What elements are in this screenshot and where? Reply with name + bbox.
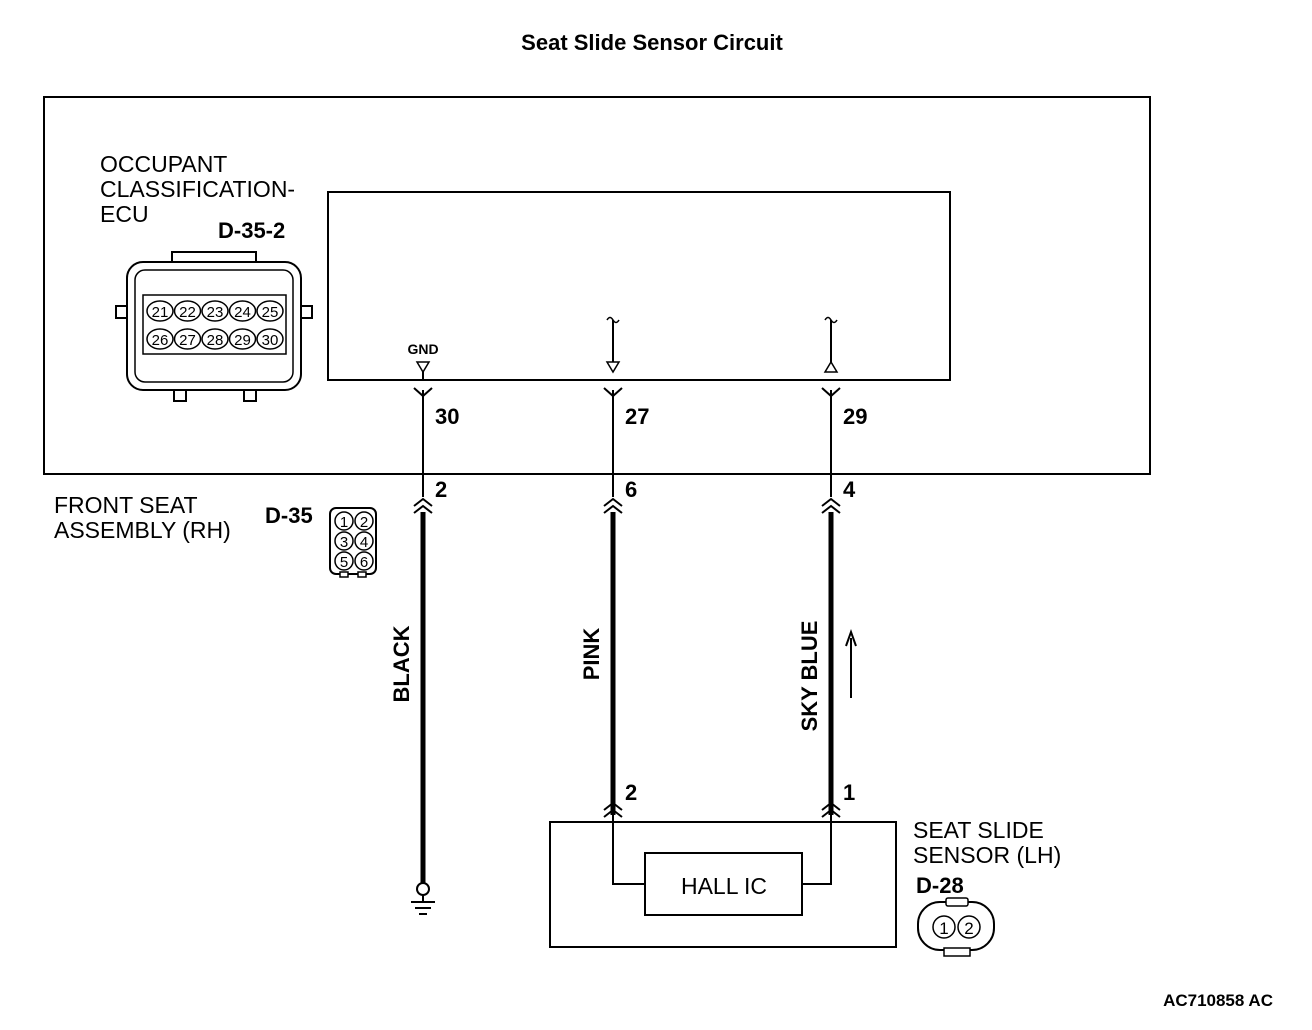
seat-pin-cell [334, 511, 354, 531]
wire-color-label: SKY BLUE [797, 621, 822, 732]
wire-color-label: BLACK [389, 625, 414, 702]
ecu-pin-cell [146, 328, 174, 350]
ecu-pin-cell [256, 300, 284, 322]
ecu-pin-cell [228, 300, 257, 322]
ecu-pin-number: 25 [262, 304, 279, 321]
sensor-line-1: SEAT SLIDE [913, 817, 1044, 843]
ecu-pin-number: 29 [234, 332, 251, 349]
signal-direction-arrow [845, 629, 857, 698]
ecu-name-line-3: ECU [100, 201, 149, 227]
seat-pin-number: 1 [340, 514, 348, 531]
ecu-pin-cell [173, 300, 202, 322]
ecu-pin-number: 30 [262, 332, 279, 349]
ecu-connector-id: D-35-2 [218, 218, 285, 243]
front-seat-label: FRONT SEAT ASSEMBLY (RH) [54, 492, 231, 543]
hall-ic-label: HALL IC [681, 873, 767, 899]
ecu-pin-label: 27 [625, 404, 649, 429]
ecu-pin-cell [146, 300, 174, 322]
figure-id: AC710858 AC [1163, 991, 1273, 1010]
seat-pin-number: 2 [360, 514, 368, 531]
seat-pin-cell [334, 551, 354, 571]
gnd-triangle-icon [415, 361, 431, 374]
seat-pin-cell [334, 531, 354, 551]
ecu-pin-number: 23 [207, 304, 224, 321]
hall-ic-wire-skyblue [802, 822, 832, 885]
sensor-connector-pin-1: 1 [939, 919, 948, 938]
seat-pin-number: 4 [360, 534, 368, 551]
seat-pin-label: 2 [435, 477, 447, 502]
diagram-title: Seat Slide Sensor Circuit [521, 30, 783, 55]
seat-pin-label: 6 [625, 477, 637, 502]
wire-pink: 27 6 2 PINK [579, 387, 649, 822]
ecu-pin-number: 28 [207, 332, 224, 349]
ecu-pin-number: 21 [152, 304, 169, 321]
hall-ic-wire-pink [612, 822, 645, 885]
ecu-name-line-2: CLASSIFICATION- [100, 176, 295, 202]
seat-pin-number: 5 [340, 554, 348, 571]
ecu-pin-number: 26 [152, 332, 169, 349]
ecu-pin-cell [228, 328, 257, 350]
sensor-pin-label: 2 [625, 780, 637, 805]
wire-color-label: PINK [579, 628, 604, 681]
sensor-label: SEAT SLIDE SENSOR (LH) [913, 817, 1061, 868]
down-triangle-icon [605, 361, 621, 374]
sensor-line-2: SENSOR (LH) [913, 842, 1061, 868]
ecu-pin-cell [201, 328, 229, 350]
sensor-connector-face: 1 2 [917, 897, 995, 957]
ecu-internal-box [327, 191, 951, 381]
seat-pin-cell [354, 511, 374, 531]
ecu-pin-label: 30 [435, 404, 459, 429]
ecu-frame [43, 96, 1151, 475]
front-seat-line-1: FRONT SEAT [54, 492, 198, 518]
ecu-pin-number: 27 [179, 332, 196, 349]
front-seat-line-2: ASSEMBLY (RH) [54, 517, 231, 543]
ecu-pin-label: 29 [843, 404, 867, 429]
ecu-internal-symbols [415, 316, 839, 380]
front-seat-connector-id: D-35 [265, 503, 313, 528]
ecu-name-line-1: OCCUPANT [100, 151, 227, 177]
sensor-pin-label: 1 [843, 780, 855, 805]
ecu-pin-cell [173, 328, 202, 350]
ecu-connector-face: 21 22 23 24 25 26 27 28 29 30 [115, 251, 313, 402]
ecu-pin-cell [256, 328, 284, 350]
seat-pin-label: 4 [843, 477, 856, 502]
seat-pin-number: 6 [360, 554, 368, 571]
wire-sky-blue: 29 4 1 SKY BLUE [797, 387, 867, 822]
ecu-pin-number: 22 [179, 304, 196, 321]
ecu-name: OCCUPANT CLASSIFICATION- ECU [100, 151, 295, 227]
seat-pin-number: 3 [340, 534, 348, 551]
gnd-label: GND [407, 341, 438, 357]
sensor-connector-pin-2: 2 [964, 919, 973, 938]
sensor-connector-id: D-28 [916, 873, 964, 898]
seat-pin-cell [354, 551, 374, 571]
seat-pin-cell [354, 531, 374, 551]
ecu-pin-number: 24 [234, 304, 251, 321]
ecu-pin-cell [201, 300, 229, 322]
up-triangle-icon [823, 360, 839, 373]
ground-symbol [411, 882, 435, 915]
sensor-box [549, 821, 897, 948]
